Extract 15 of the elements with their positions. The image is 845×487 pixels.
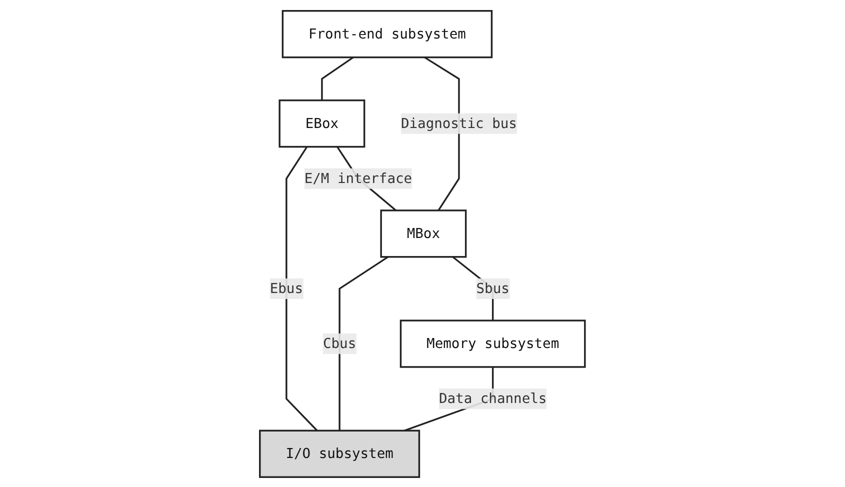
connector <box>338 256 389 430</box>
node-box: Memory subsystem <box>400 319 586 368</box>
node-box: EBox <box>278 99 366 148</box>
connector <box>424 56 460 210</box>
edge-label: Sbus <box>476 280 510 296</box>
edge-label: Cbus <box>323 334 356 352</box>
node-box: Front-end subsystem <box>282 10 493 58</box>
edge-label: Diagnostic bus <box>401 114 518 131</box>
edge-label: Ebus <box>270 280 304 296</box>
node-box: MBox <box>380 209 467 258</box>
connector <box>321 56 354 100</box>
edge-label: Data channels <box>439 390 547 406</box>
node-box: I/O subsystem <box>259 429 420 478</box>
connector <box>286 146 318 431</box>
edge-label: E/M interface <box>304 170 412 186</box>
